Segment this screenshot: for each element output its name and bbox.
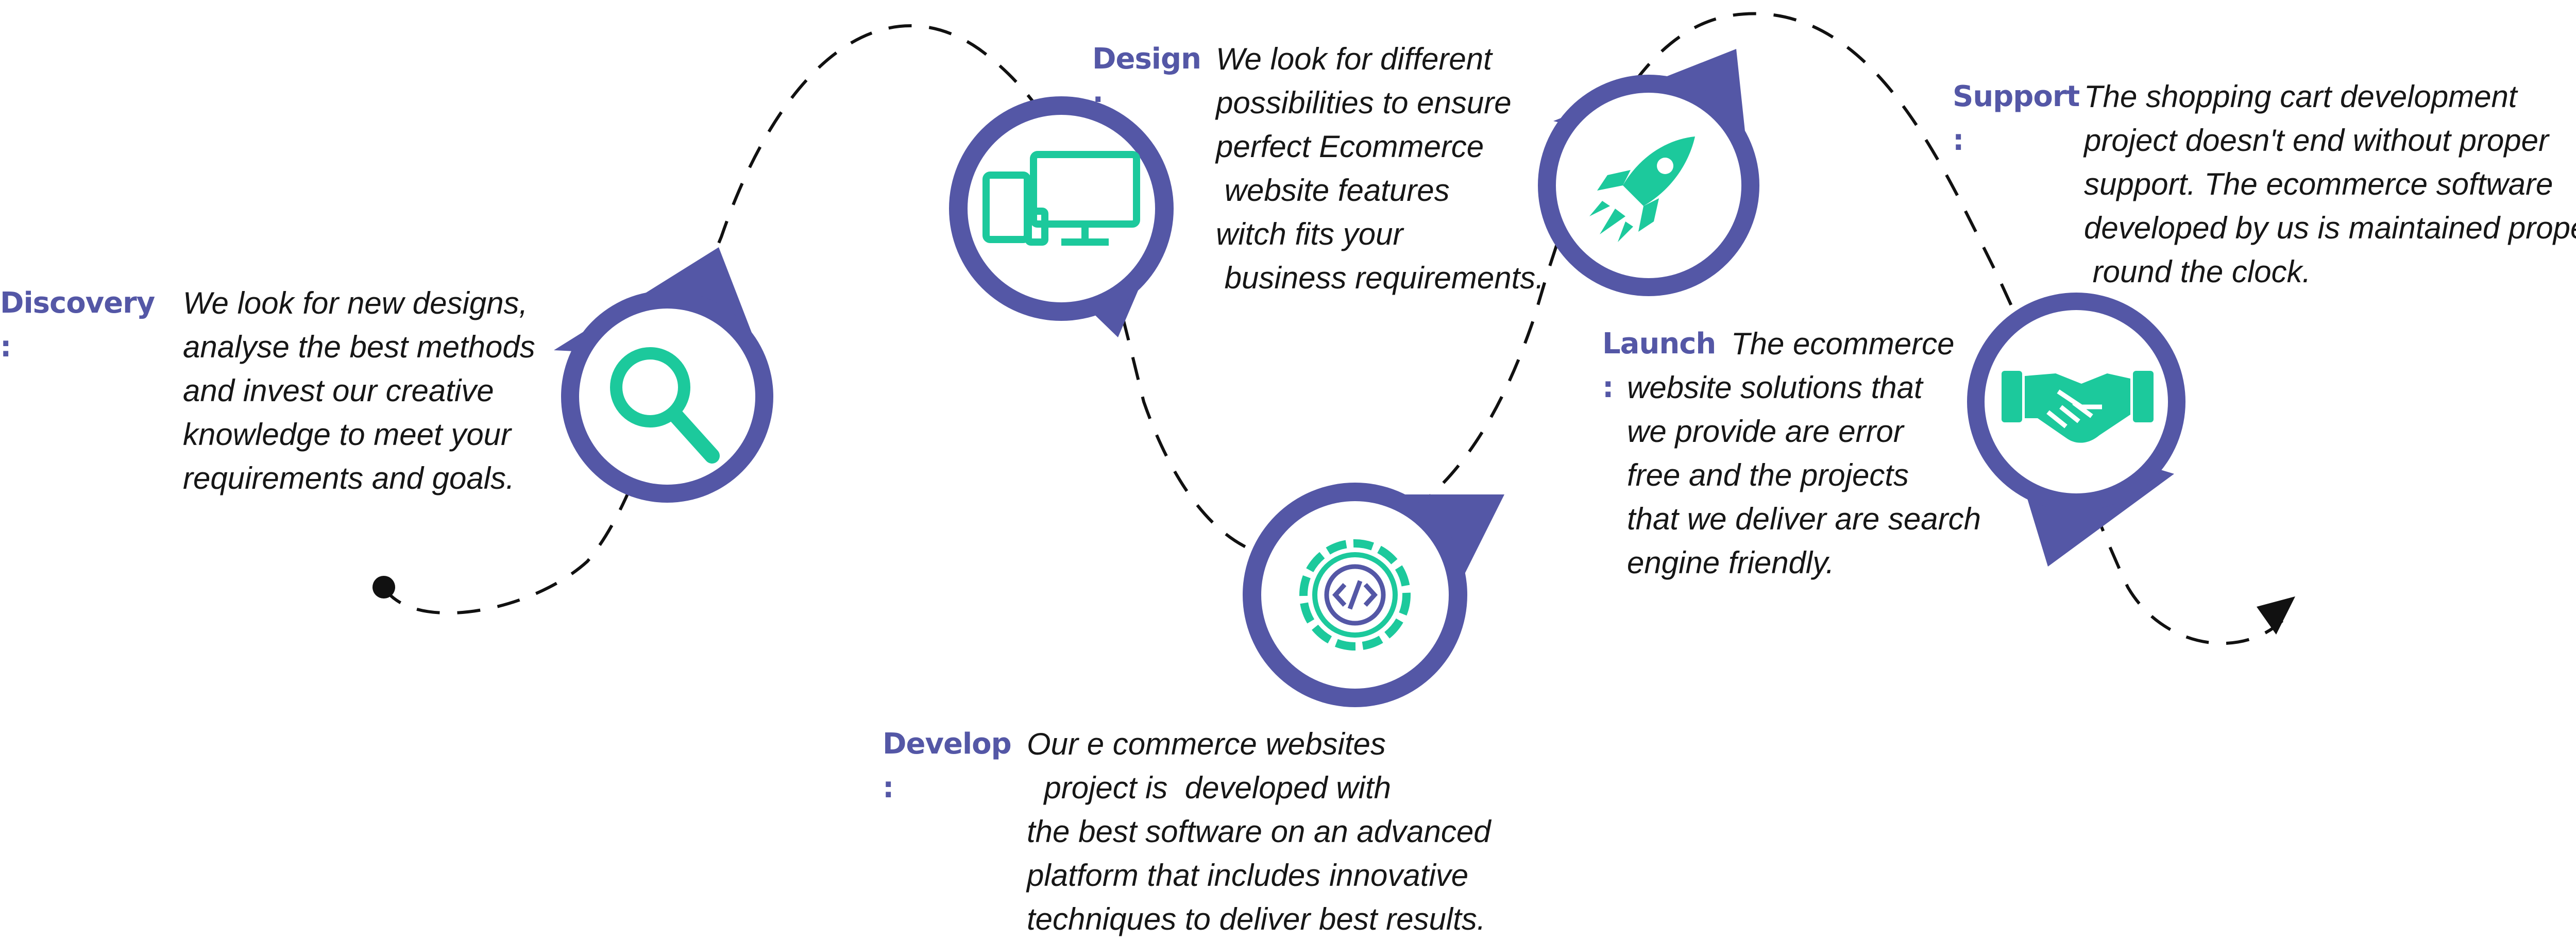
- devices-icon: [982, 151, 1140, 246]
- step-launch-line: we provide are error: [1627, 414, 1904, 449]
- path-arrowhead: [2257, 596, 2295, 635]
- step-support-line: developed by us is maintained properly: [2084, 211, 2576, 245]
- step-design-line: possibilities to ensure: [1216, 85, 1512, 120]
- step-design-line: business requirements.: [1216, 261, 1544, 295]
- step-design-line: witch fits your: [1216, 217, 1403, 251]
- handshake-icon: [2002, 371, 2154, 443]
- step-support-line: support. The ecommerce software: [2084, 167, 2553, 201]
- step-support-heading: Support :: [1953, 80, 2080, 157]
- step-launch-line: free and the projects: [1627, 458, 1909, 492]
- magnifier-icon: [610, 347, 720, 464]
- code-gear-icon: [1299, 539, 1411, 651]
- step-discovery-line: analyse the best methods: [183, 330, 535, 364]
- step-launch-line: The ecommerce: [1731, 327, 1955, 361]
- step-launch-line: engine friendly.: [1627, 545, 1835, 580]
- support-pin: [1967, 293, 2185, 567]
- step-develop-heading: Develop :: [883, 727, 1012, 805]
- step-support-line: project doesn't end without proper: [2084, 123, 2549, 158]
- step-develop-line: Our e commerce websites: [1027, 727, 1386, 761]
- step-discovery-line: requirements and goals.: [183, 461, 515, 495]
- step-design-line: We look for different: [1216, 42, 1492, 76]
- step-support-line: round the clock.: [2084, 254, 2311, 289]
- step-develop-line: techniques to deliver best results.: [1027, 902, 1486, 936]
- design-pin: [949, 96, 1174, 337]
- step-discovery-line: knowledge to meet your: [183, 417, 512, 452]
- step-develop-line: the best software on an advanced: [1027, 814, 1491, 849]
- step-develop-line: platform that includes innovative: [1027, 858, 1469, 893]
- step-launch-heading: Launch :: [1602, 327, 1716, 404]
- discovery-pin: [554, 247, 773, 503]
- launch-pin: [1538, 49, 1759, 296]
- rocket-icon: [1589, 136, 1695, 242]
- step-develop-line: project is developed with: [1027, 771, 1392, 805]
- step-discovery-line: We look for new designs,: [183, 286, 528, 320]
- step-design-line: perfect Ecommerce: [1216, 129, 1484, 164]
- path-start-dot: [372, 576, 395, 598]
- step-discovery-line: and invest our creative: [183, 373, 494, 408]
- step-launch-line: that we deliver are search: [1627, 502, 1981, 536]
- step-design-line: website features: [1216, 173, 1450, 208]
- step-support-line: The shopping cart development: [2084, 79, 2517, 114]
- step-design-heading: Design :: [1092, 42, 1201, 119]
- step-launch-line: website solutions that: [1627, 370, 1923, 405]
- develop-pin: [1243, 483, 1504, 707]
- step-discovery-heading: Discovery :: [0, 286, 155, 364]
